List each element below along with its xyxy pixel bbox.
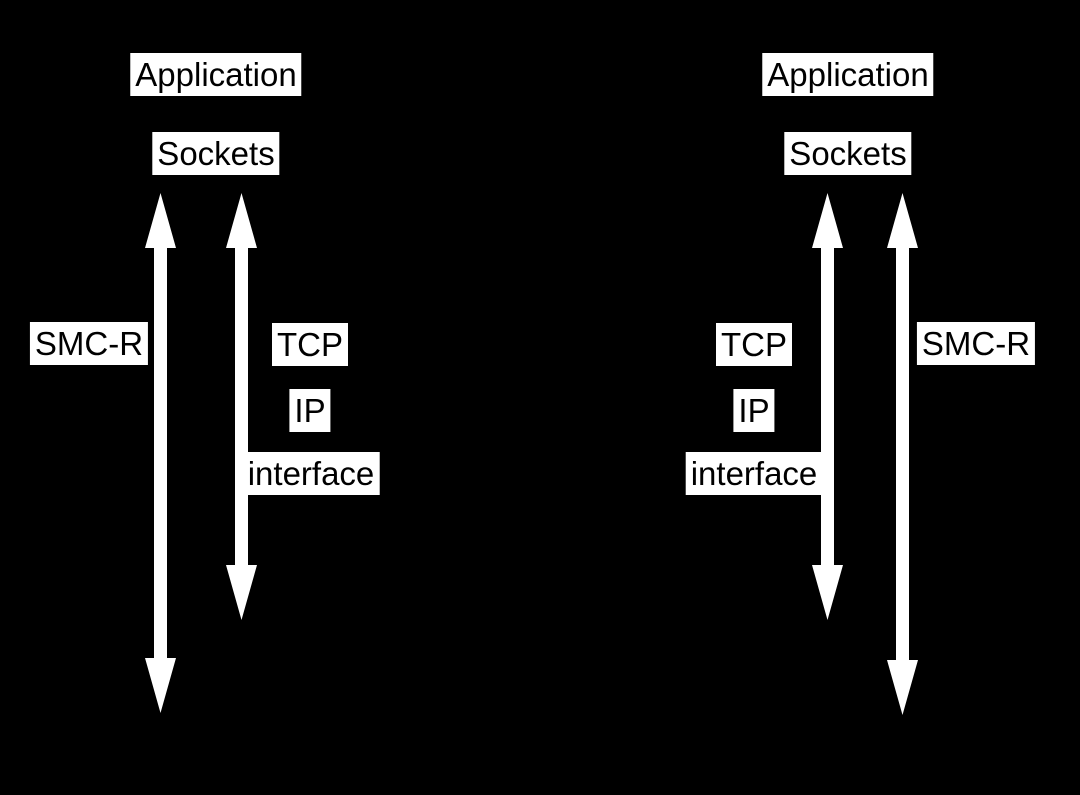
interface-label: interface — [242, 452, 380, 495]
application-label: Application — [762, 53, 934, 96]
application-label: Application — [130, 53, 302, 96]
sockets-label: Sockets — [152, 132, 280, 175]
ip-label: IP — [733, 389, 775, 432]
ip-label: IP — [289, 389, 331, 432]
tcp-label: TCP — [272, 323, 348, 366]
smc-r-label: SMC-R — [29, 322, 149, 365]
smc-r-label: SMC-R — [916, 322, 1036, 365]
tcp-ip-path-arrow — [812, 193, 843, 620]
smc-r-path-arrow — [145, 193, 176, 713]
tcp-ip-path-arrow — [226, 193, 257, 620]
sockets-label: Sockets — [784, 132, 912, 175]
tcp-label: TCP — [716, 323, 792, 366]
interface-label: interface — [685, 452, 823, 495]
smc-r-path-arrow — [887, 193, 918, 715]
